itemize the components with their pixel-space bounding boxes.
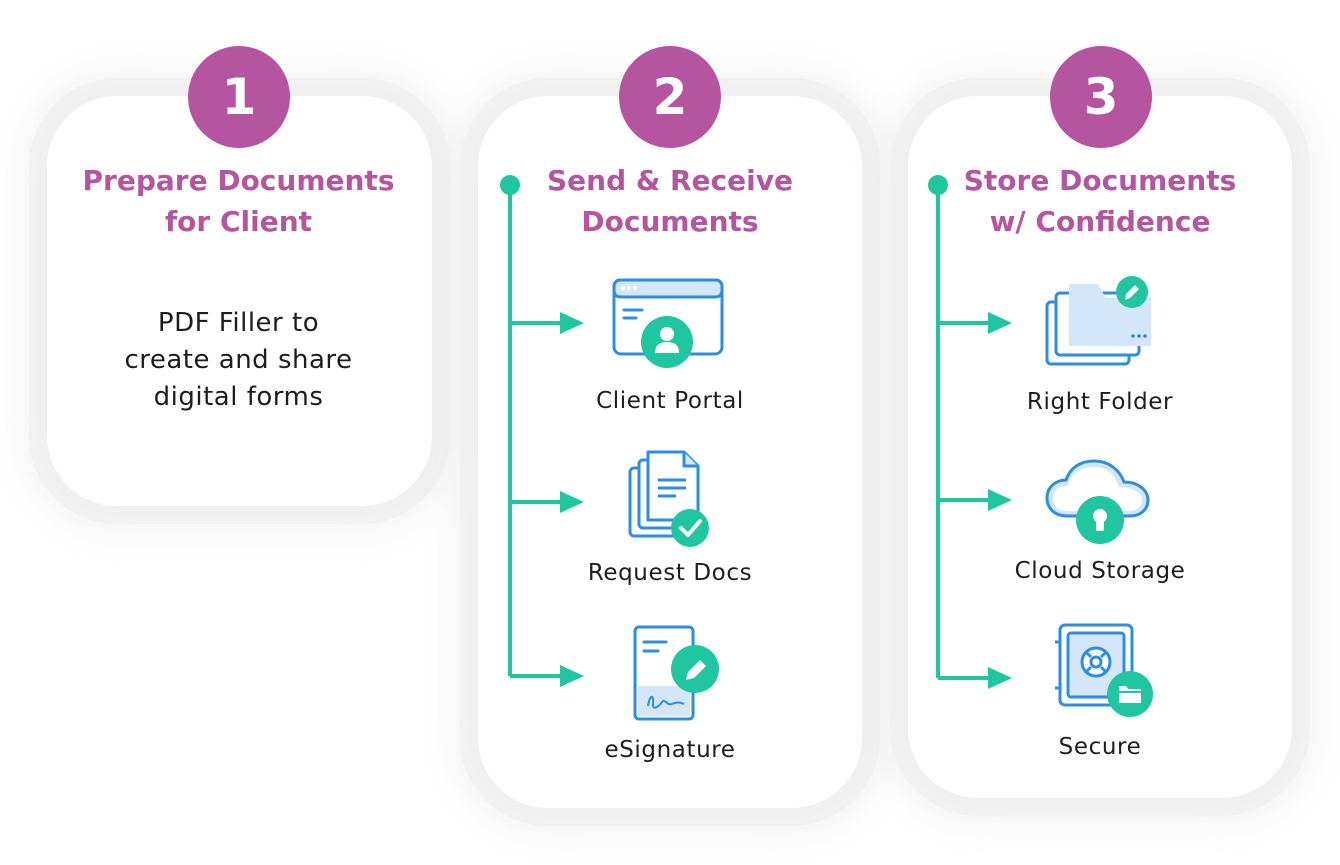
- secure-vault-icon: [1055, 623, 1153, 717]
- arrow-head-icon: [560, 312, 584, 334]
- right-folder-icon: [1045, 276, 1151, 366]
- cloud-storage-icon: [1045, 459, 1150, 544]
- arrow-head-icon: [988, 312, 1012, 334]
- step-1-title: Prepare Documents for Client: [60, 160, 417, 242]
- step-3-title: Store Documents w/ Confidence: [930, 160, 1270, 242]
- step-1-description-line-3: digital forms: [153, 382, 324, 412]
- connector-dot-step-2: [500, 175, 520, 195]
- step-number-badge-1: 1: [188, 46, 290, 148]
- step-1-description-line-1: PDF Filler to: [157, 308, 320, 338]
- arrow-head-icon: [988, 489, 1012, 511]
- esignature-icon: [633, 625, 719, 721]
- client-portal-label: Client Portal: [596, 388, 744, 414]
- arrow-head-icon: [560, 491, 584, 513]
- step-number-badge-3: 3: [1050, 46, 1152, 148]
- arrow-head-icon: [560, 665, 584, 687]
- connector-dot-step-3: [928, 175, 948, 195]
- request-docs-icon: [628, 450, 709, 547]
- step-number-badge-2: 2: [619, 46, 721, 148]
- step-2-title-line-1: Send & Receive: [546, 164, 794, 197]
- step-1-title-line-1: Prepare Documents: [82, 164, 395, 197]
- step-2-title-line-2: Documents: [581, 205, 759, 238]
- cloud-storage-label: Cloud Storage: [1014, 558, 1186, 584]
- request-docs-label: Request Docs: [587, 560, 753, 586]
- step-card-1: [47, 96, 432, 506]
- step-2-title: Send & Receive Documents: [500, 160, 840, 242]
- step-1-title-line-2: for Client: [164, 205, 313, 238]
- step-1-description-line-2: create and share: [124, 345, 353, 375]
- client-portal-icon: [612, 278, 724, 368]
- secure-label: Secure: [1058, 734, 1142, 760]
- step-3-title-line-1: Store Documents: [963, 164, 1237, 197]
- arrow-head-icon: [988, 667, 1012, 689]
- right-folder-label: Right Folder: [1026, 389, 1174, 415]
- step-3-title-line-2: w/ Confidence: [989, 205, 1211, 238]
- step-1-description: PDF Filler to create and share digital f…: [60, 305, 417, 416]
- esignature-label: eSignature: [604, 737, 736, 763]
